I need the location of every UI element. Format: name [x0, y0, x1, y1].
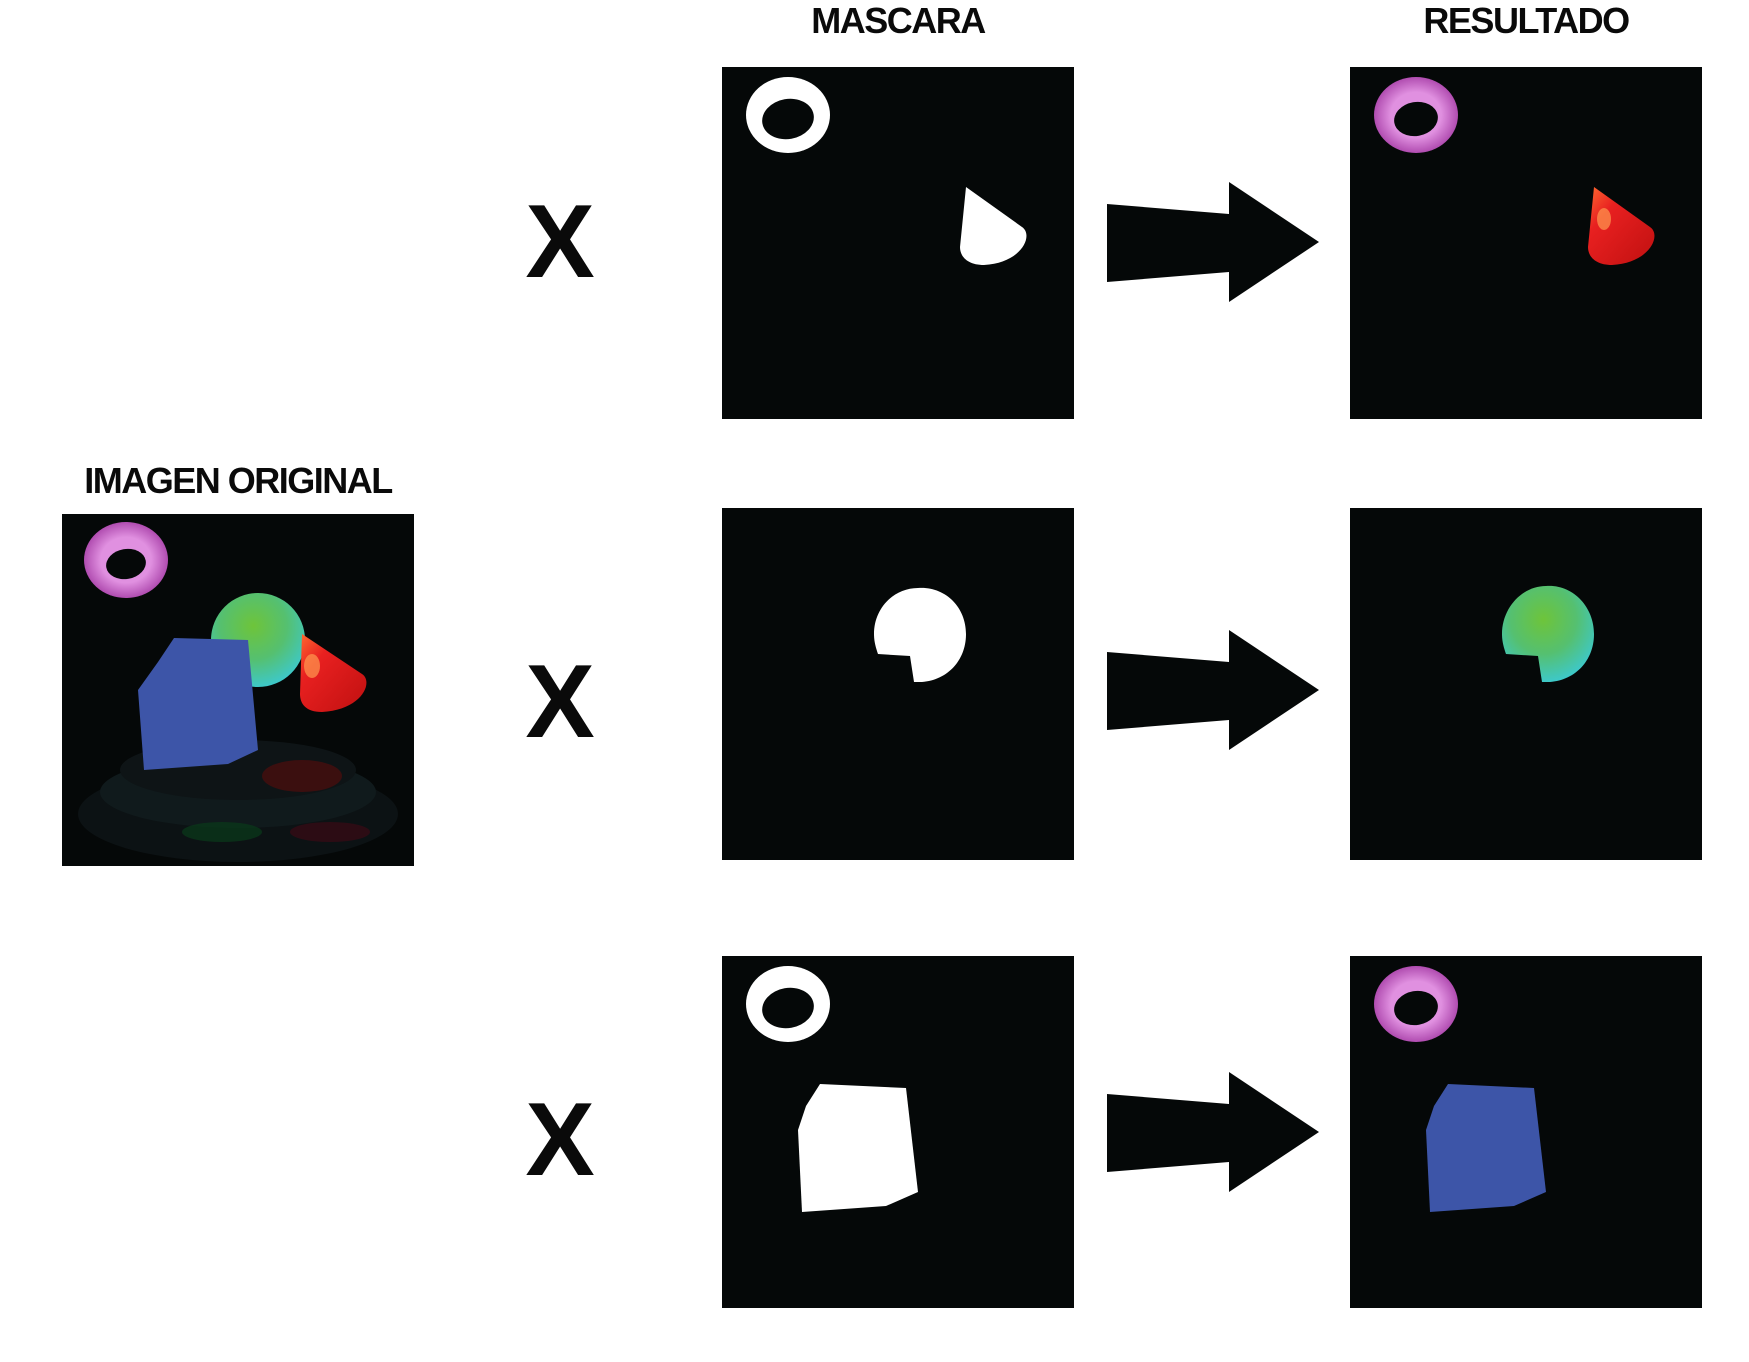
torus-mask-hole-3 — [762, 987, 814, 1029]
original-image-title: IMAGEN ORIGINAL — [84, 460, 393, 501]
torus-hole — [106, 548, 146, 580]
result-column-title: RESULTADO — [1423, 0, 1630, 41]
cone-shape — [300, 634, 367, 712]
arrow-row-1 — [1107, 182, 1319, 302]
cube-mask — [798, 1084, 918, 1212]
result-panel-row-1 — [1350, 67, 1702, 419]
torus-result-hole — [1394, 101, 1438, 137]
mask-torus-cone — [746, 77, 1027, 265]
cone-mask — [960, 187, 1027, 265]
cone-result-highlight — [1597, 208, 1611, 230]
result-torus-cube — [1374, 966, 1546, 1212]
result-sphere — [1502, 585, 1594, 682]
multiply-symbol-row-1: X — [525, 184, 595, 300]
torus-mask-hole — [762, 98, 814, 140]
sphere-result — [1502, 585, 1594, 682]
sphere-mask — [874, 587, 966, 682]
mask-panel-row-3 — [722, 956, 1074, 1308]
torus-result-hole-3 — [1394, 990, 1438, 1026]
cone-reflection — [262, 760, 342, 792]
mask-panel-row-2 — [722, 508, 1074, 860]
cone-reflection-low — [290, 822, 370, 842]
arrow-row-2 — [1107, 630, 1319, 750]
mask-sphere — [874, 587, 966, 682]
mask-panel-row-1 — [722, 67, 1074, 419]
sphere-reflection — [182, 822, 262, 842]
result-panel-row-2 — [1350, 508, 1702, 860]
mask-column-title: MASCARA — [811, 0, 986, 41]
arrow-row-3 — [1107, 1072, 1319, 1192]
multiply-symbol-row-2: X — [525, 644, 595, 760]
original-scene — [78, 522, 398, 862]
result-panel-row-3 — [1350, 956, 1702, 1308]
cube-shape — [138, 638, 258, 770]
result-torus-cone — [1374, 77, 1655, 265]
cube-result — [1426, 1084, 1546, 1212]
multiply-symbol-row-3: X — [525, 1082, 595, 1198]
cone-result — [1588, 187, 1655, 265]
original-image-panel — [62, 514, 414, 866]
mask-torus-cube — [746, 966, 918, 1212]
cone-highlight — [304, 654, 320, 678]
